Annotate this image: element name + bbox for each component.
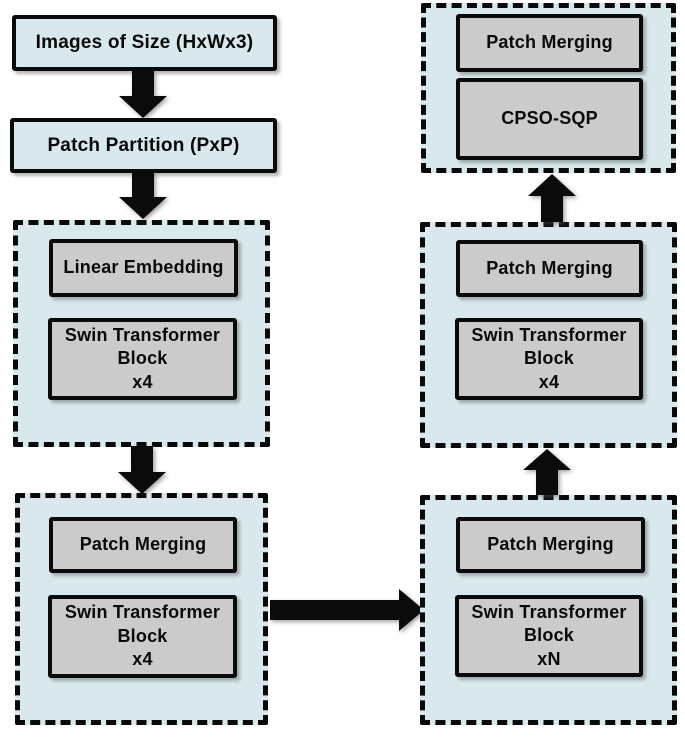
swin-transformer-block-3-label: Swin Transformer Block x4	[471, 324, 627, 392]
patch-partition-label: Patch Partition (PxP)	[47, 134, 240, 156]
swin-transformer-block-2-label: Swin Transformer Block x4	[64, 602, 221, 670]
arrow-up-icon	[528, 174, 576, 222]
stage3-container: Patch Merging Swin Transformer Block xN	[420, 495, 677, 725]
stage1-container: Linear Embedding Swin Transformer Block …	[13, 220, 270, 447]
stage4-container: Patch Merging Swin Transformer Block x4	[420, 222, 677, 448]
swin-transformer-block-n-label: Swin Transformer Block xN	[471, 601, 627, 669]
cpso-sqp-label: CPSO-SQP	[501, 108, 598, 129]
linear-embedding-label: Linear Embedding	[63, 257, 224, 278]
arrow-down-icon	[118, 446, 166, 494]
arrow-down-icon	[119, 171, 167, 219]
patch-merging-4-label: Patch Merging	[486, 32, 613, 53]
images-input-label: Images of Size (HxWx3)	[35, 32, 254, 53]
patch-merging-1-label: Patch Merging	[79, 534, 207, 555]
patch-merging-block-1: Patch Merging	[49, 517, 237, 573]
cpso-sqp-block: CPSO-SQP	[456, 78, 643, 160]
images-input-box: Images of Size (HxWx3)	[12, 15, 277, 71]
patch-merging-block-2: Patch Merging	[456, 517, 645, 573]
stage5-container: Patch Merging CPSO-SQP	[421, 3, 676, 173]
stage2-container: Patch Merging Swin Transformer Block x4	[15, 493, 268, 725]
arrow-right-icon	[270, 589, 424, 631]
arrow-down-icon	[119, 70, 167, 118]
swin-transformer-block-1: Swin Transformer Block x4	[48, 318, 237, 400]
patch-merging-block-3: Patch Merging	[456, 240, 643, 297]
swin-transformer-block-n: Swin Transformer Block xN	[455, 595, 643, 677]
linear-embedding-block: Linear Embedding	[49, 239, 238, 297]
swin-transformer-block-1-label: Swin Transformer Block x4	[64, 324, 221, 392]
patch-merging-block-4: Patch Merging	[456, 14, 643, 72]
patch-partition-box: Patch Partition (PxP)	[10, 118, 277, 173]
patch-merging-2-label: Patch Merging	[487, 534, 614, 555]
arrow-up-icon	[523, 449, 571, 495]
swin-transformer-block-3: Swin Transformer Block x4	[455, 318, 643, 400]
patch-merging-3-label: Patch Merging	[486, 257, 613, 278]
swin-transformer-block-2: Swin Transformer Block x4	[48, 595, 237, 678]
